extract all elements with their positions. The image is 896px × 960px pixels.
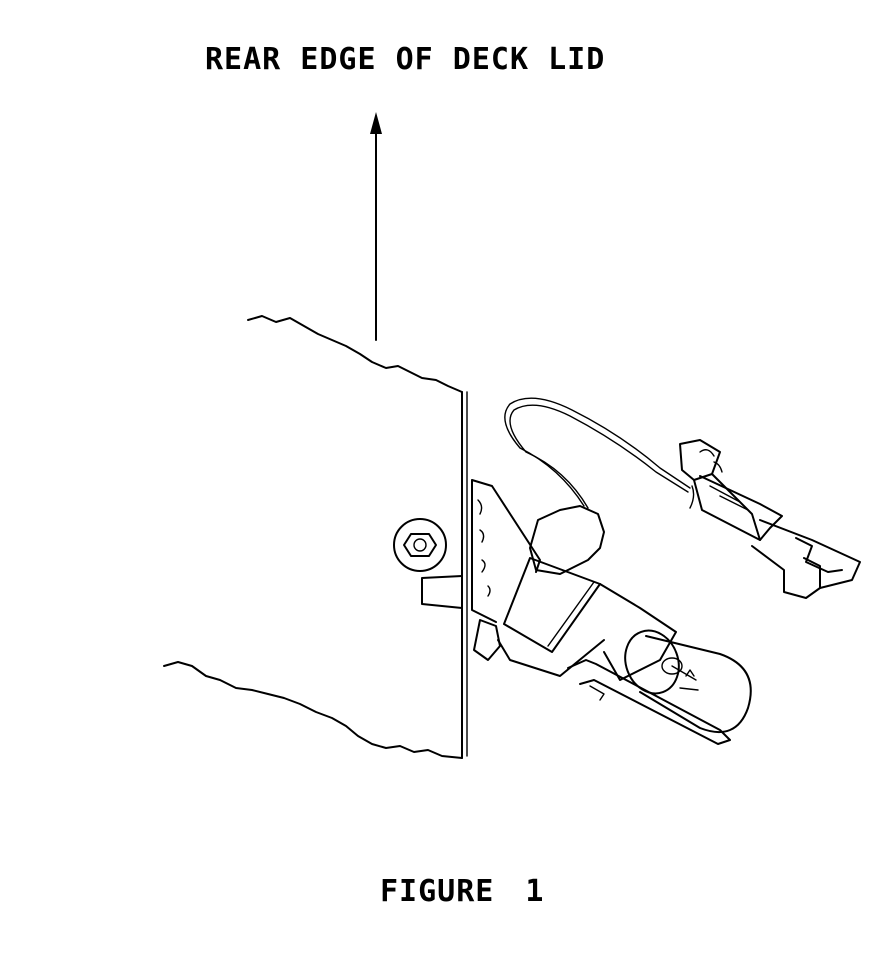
deck-lid-panel xyxy=(163,315,468,759)
figure-caption: FIGURE 1 xyxy=(380,874,545,909)
lamp-bulb xyxy=(624,629,752,733)
mounting-bracket xyxy=(393,479,541,661)
rear-edge-label: REAR EDGE OF DECK LID xyxy=(205,42,606,77)
lamp-wire xyxy=(504,397,691,509)
lamp-housing xyxy=(497,505,677,681)
direction-arrow xyxy=(370,112,382,341)
wire-connector xyxy=(679,439,861,599)
spring-clip xyxy=(567,659,731,745)
